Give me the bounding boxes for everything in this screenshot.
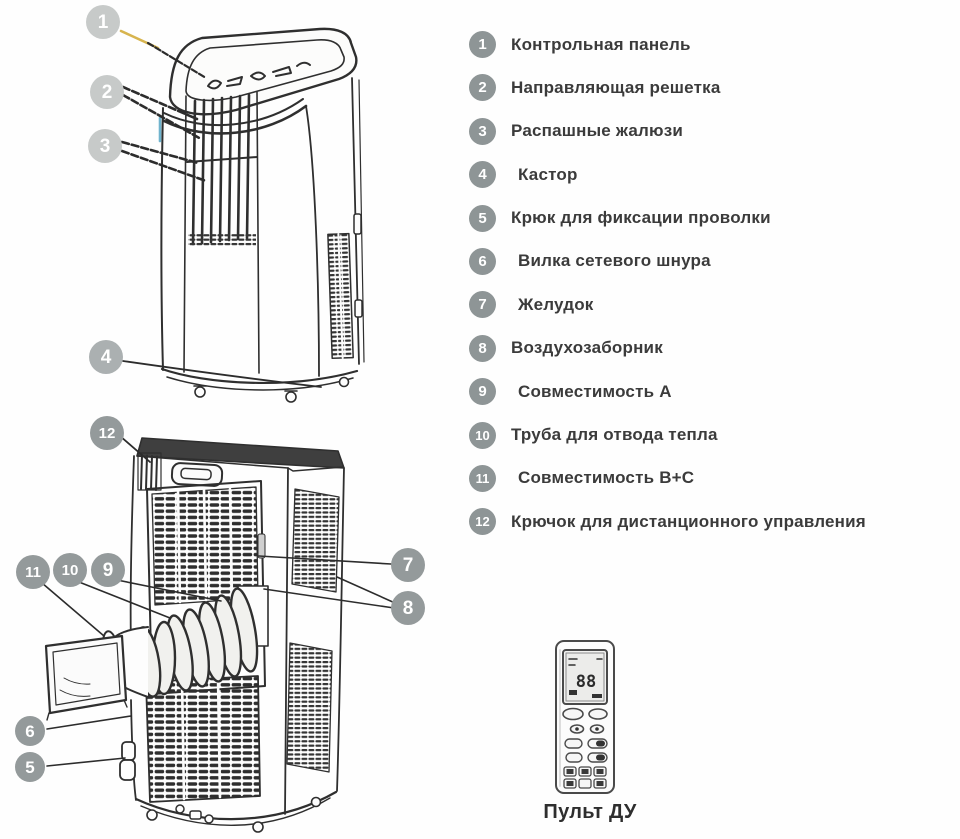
legend-item-label: Направляющая решетка — [511, 77, 721, 97]
remote-illustration: 88 — [555, 640, 615, 794]
exhaust-hose — [44, 585, 269, 721]
leader-line-3a — [120, 140, 200, 165]
legend-number-badge: 9 — [469, 378, 496, 406]
drain-fittings — [175, 804, 214, 824]
leader-line-2b — [121, 93, 203, 141]
legend-number-badge: 11 — [469, 464, 496, 492]
remote-display: 88 — [576, 672, 596, 692]
callout-3: 3 — [88, 129, 122, 163]
leader-line-9 — [116, 579, 222, 602]
legend-item-label: Совместимость B+C — [518, 468, 695, 488]
legend-item-label: Желудок — [518, 294, 594, 314]
legend-item-10: 10 Труба для отвода тепла — [469, 421, 949, 449]
legend-item-8: 8 Воздухозаборник — [469, 334, 949, 362]
side-clip-upper — [353, 213, 362, 235]
callout-6: 6 — [15, 716, 45, 746]
leader-lines — [41, 29, 396, 767]
legend-item-label: Распашные жалюзи — [511, 121, 684, 141]
callout-9: 9 — [91, 553, 125, 587]
rear-unit-illustration — [119, 437, 345, 833]
legend-number-badge: 10 — [469, 421, 496, 449]
legend-number-badge: 6 — [469, 247, 496, 275]
back-panel-frame — [146, 480, 266, 695]
front-casters — [193, 376, 350, 403]
leader-line-5 — [46, 757, 126, 767]
callout-12: 12 — [90, 416, 124, 450]
legend-number-badge: 8 — [469, 334, 496, 362]
leader-line-11 — [41, 582, 105, 637]
leader-line-2a — [121, 85, 199, 121]
window-bracket — [44, 634, 128, 721]
legend-number-badge: 1 — [469, 31, 496, 58]
legend-item-1: 1 Контрольная панель — [469, 31, 949, 58]
callout-11: 11 — [16, 555, 50, 589]
legend-item-11: 11 Совместимость B+C — [469, 464, 949, 492]
legend-item-label: Труба для отвода тепла — [511, 425, 718, 445]
legend-item-label: Крюк для фиксации проволки — [511, 208, 771, 228]
remote-label: Пульт ДУ — [543, 801, 637, 823]
legend-item-2: 2 Направляющая решетка — [469, 74, 949, 102]
legend-number-badge: 5 — [469, 204, 496, 232]
legend-item-4: 4 Кастор — [469, 161, 949, 189]
front-side-grille — [327, 232, 354, 360]
front-unit-illustration — [158, 27, 365, 403]
legend-item-5: 5 Крюк для фиксации проволки — [469, 204, 949, 232]
leader-line-8a — [336, 576, 396, 604]
callout-4: 4 — [89, 340, 123, 374]
side-lower-grille — [286, 642, 333, 773]
legend-number-badge: 7 — [469, 291, 496, 319]
callout-7: 7 — [391, 548, 425, 582]
legend-item-9: 9 Совместимость A — [469, 378, 949, 406]
legend-item-label: Крючок для дистанционного управления — [511, 511, 866, 531]
legend-number-badge: 3 — [469, 117, 496, 145]
leader-line-6 — [46, 715, 132, 730]
rear-casters — [146, 796, 322, 833]
remote-lcd: 88 — [562, 649, 608, 705]
legend-number-badge: 2 — [469, 74, 496, 102]
callout-5: 5 — [15, 752, 45, 782]
legend-item-label: Кастор — [518, 164, 578, 184]
callout-8: 8 — [391, 591, 425, 625]
cord-hook-and-plug — [119, 741, 136, 781]
control-buttons — [207, 61, 311, 90]
leader-line-7 — [258, 555, 392, 565]
legend: 1 Контрольная панель 2 Направляющая реше… — [469, 31, 949, 552]
legend-item-label: Контрольная панель — [511, 34, 691, 54]
remote-hook — [137, 452, 162, 491]
side-upper-grille — [291, 488, 340, 593]
callout-1: 1 — [86, 5, 120, 39]
front-louvers — [191, 93, 251, 246]
legend-item-6: 6 Вилка сетевого шнура — [469, 247, 949, 275]
legend-item-12: 12 Крючок для дистанционного управления — [469, 508, 949, 536]
hose-corrugations — [134, 587, 259, 698]
leader-line-3b — [120, 149, 208, 183]
side-clip-lower — [354, 299, 363, 318]
legend-item-label: Совместимость A — [518, 381, 672, 401]
callout-2: 2 — [90, 75, 124, 109]
remote-buttons — [562, 707, 608, 789]
legend-item-label: Вилка сетевого шнура — [518, 251, 711, 271]
leader-line-8b — [263, 588, 395, 609]
legend-number-badge: 12 — [469, 508, 496, 536]
legend-item-label: Воздухозаборник — [511, 338, 663, 358]
leader-line-1 — [146, 41, 208, 80]
legend-item-3: 3 Распашные жалюзи — [469, 117, 949, 145]
leader-line-4 — [122, 360, 322, 388]
legend-item-7: 7 Желудок — [469, 291, 949, 319]
leader-line-10 — [78, 581, 171, 619]
callout-10: 10 — [53, 553, 87, 587]
carry-handle — [170, 462, 224, 487]
legend-number-badge: 4 — [469, 161, 496, 189]
louver-bottom-hatch — [188, 233, 256, 246]
leader-line-12 — [119, 435, 151, 463]
panel-latch — [257, 533, 266, 559]
